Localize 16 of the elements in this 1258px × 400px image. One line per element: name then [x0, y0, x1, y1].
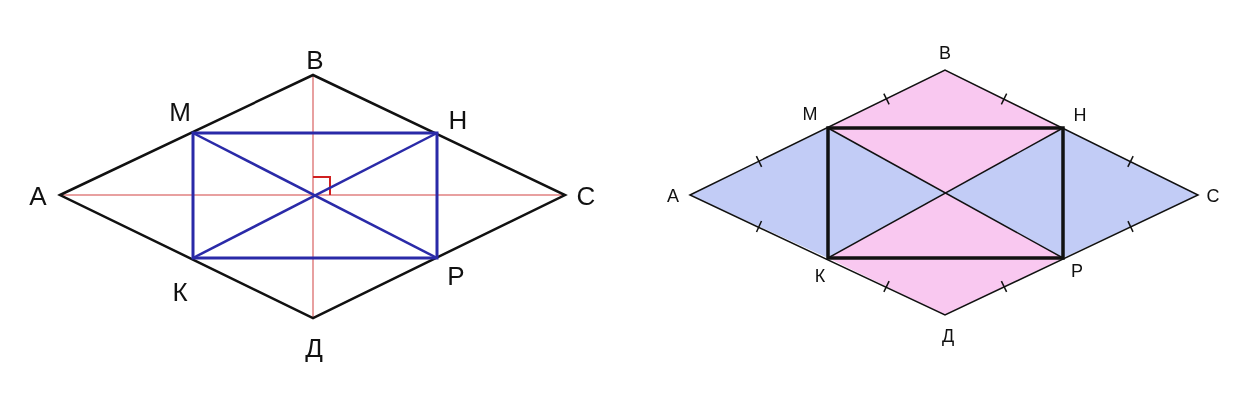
- vertex-label: В: [939, 44, 951, 62]
- vertex-label: К: [172, 279, 188, 305]
- vertex-label: Д: [941, 327, 955, 345]
- vertex-label: К: [814, 267, 826, 285]
- vertex-label: Н: [448, 107, 468, 133]
- vertex-label: Р: [1071, 262, 1083, 280]
- vertex-label: С: [1206, 187, 1220, 205]
- vertex-label: Д: [305, 335, 323, 361]
- vertex-label: В: [306, 47, 324, 73]
- vertex-label: Н: [1073, 106, 1087, 124]
- vertex-label: С: [576, 183, 596, 209]
- vertex-label: Р: [447, 263, 465, 289]
- vertex-label: М: [169, 99, 191, 125]
- vertex-label: А: [667, 187, 679, 205]
- vertex-label: А: [29, 183, 47, 209]
- vertex-label: М: [802, 105, 818, 123]
